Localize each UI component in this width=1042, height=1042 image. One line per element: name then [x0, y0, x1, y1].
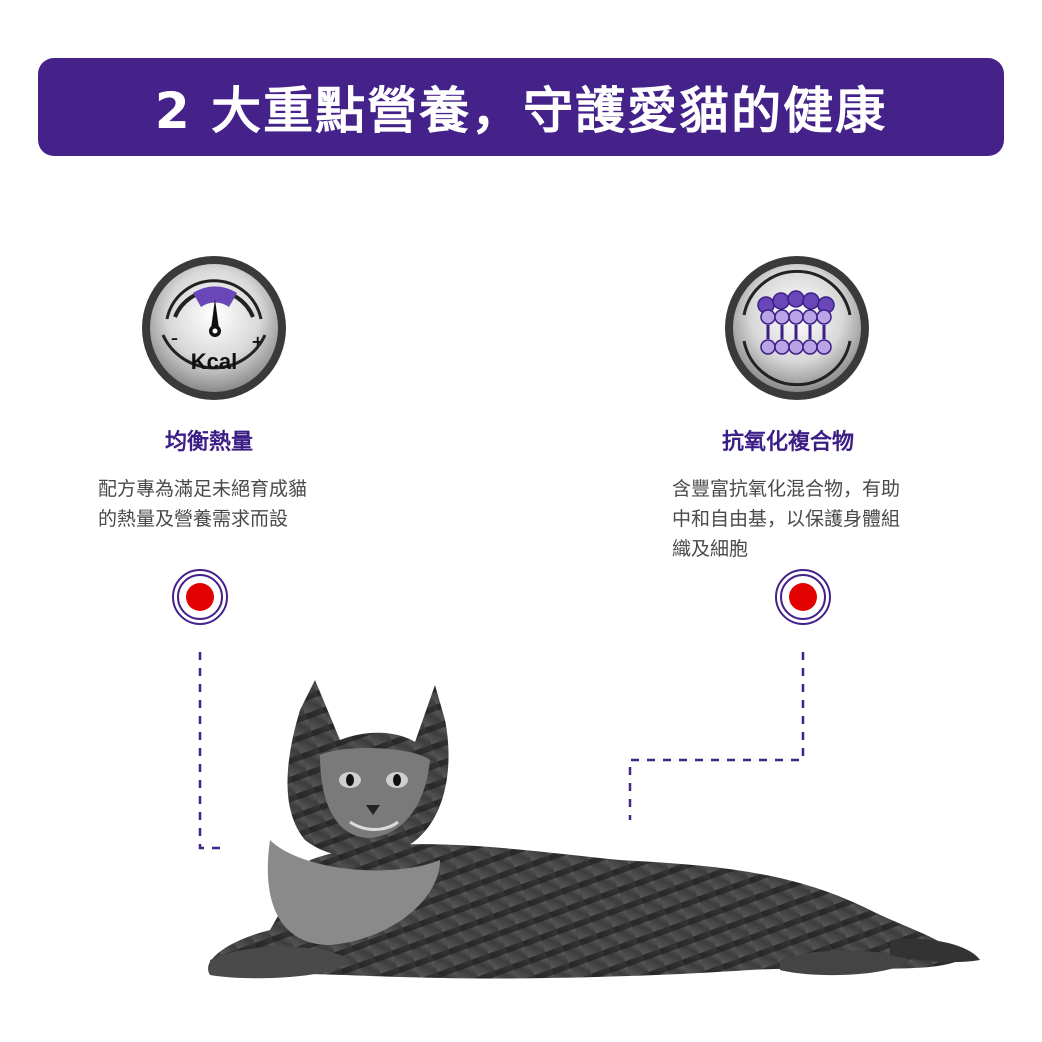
kcal-gauge-icon: – + Kcal: [142, 256, 286, 400]
feature-description-antioxidant: 含豐富抗氧化混合物，有助 中和自由基，以保護身體組 織及細胞: [672, 474, 944, 564]
kcal-label: Kcal: [191, 349, 237, 374]
description-line: 含豐富抗氧化混合物，有助: [672, 478, 901, 500]
cat-image: [208, 680, 980, 979]
svg-text:–: –: [171, 331, 178, 347]
feature-description-calorie: 配方專為滿足未絕育成貓 的熱量及營養需求而設: [98, 474, 348, 534]
description-line: 的熱量及營養需求而設: [98, 508, 289, 530]
description-line: 配方專為滿足未絕育成貓: [98, 478, 308, 500]
page-title: 2 大重點營養，守護愛貓的健康: [154, 82, 888, 140]
description-line: 織及細胞: [672, 538, 749, 560]
svg-text:+: +: [251, 332, 264, 351]
antioxidant-molecule-icon: [725, 256, 869, 400]
hotspot-antioxidant[interactable]: [774, 568, 832, 626]
feature-title-calorie: 均衡熱量: [165, 430, 254, 455]
header-banner: 2 大重點營養，守護愛貓的健康: [38, 58, 1004, 156]
feature-title-antioxidant: 抗氧化複合物: [722, 430, 855, 455]
hotspot-calorie[interactable]: [171, 568, 229, 626]
description-line: 中和自由基，以保護身體組: [672, 508, 901, 530]
